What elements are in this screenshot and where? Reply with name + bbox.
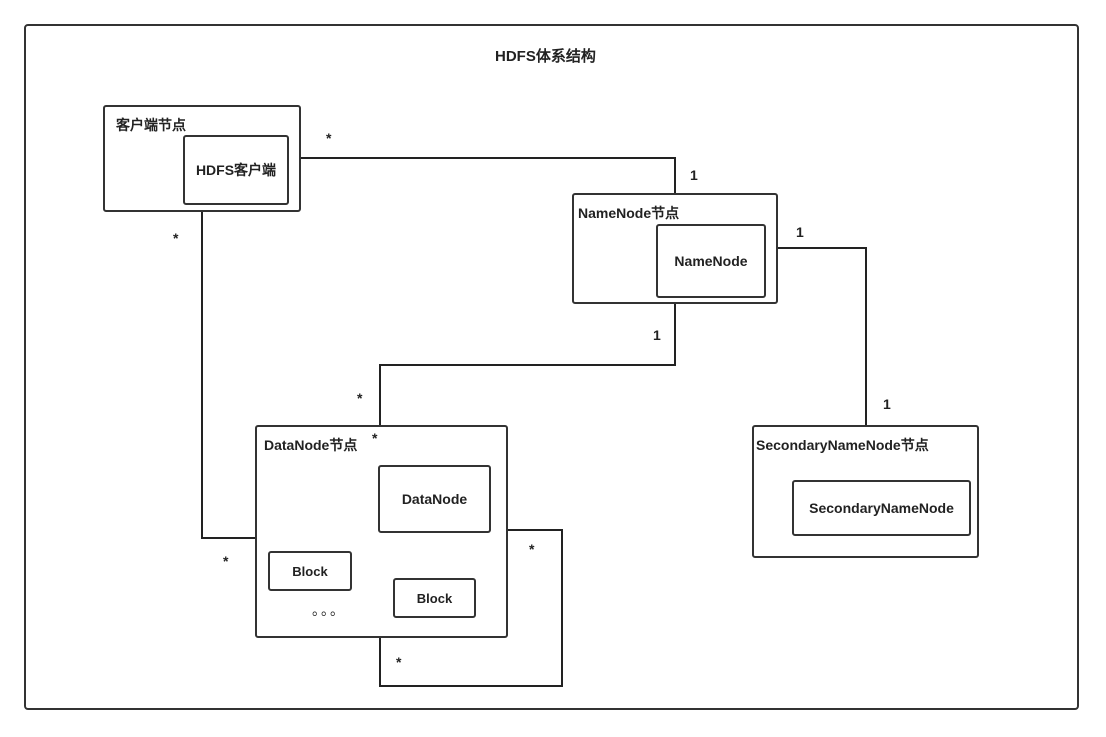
mult-client-namenode-client: *: [326, 130, 332, 146]
block-ellipsis: 。。。: [312, 602, 346, 618]
edge-client-datanode: [201, 212, 255, 539]
namenode-component: NameNode: [656, 224, 766, 298]
mult-namenode-datanode-datanode-inner: *: [372, 430, 378, 446]
client-node-label: 客户端节点: [116, 117, 186, 133]
mult-namenode-secondary-secondary: 1: [883, 396, 891, 412]
hdfs-client-component: HDFS客户端: [183, 135, 289, 205]
datanode-node-label: DataNode节点: [264, 437, 358, 453]
namenode-node-label: NameNode节点: [578, 205, 680, 221]
secondary-node-label: SecondaryNameNode节点: [756, 437, 929, 453]
mult-namenode-secondary-namenode: 1: [796, 224, 804, 240]
block-2: Block: [393, 578, 476, 618]
datanode-component: DataNode: [378, 465, 491, 533]
mult-client-namenode-namenode: 1: [690, 167, 698, 183]
edge-client-namenode: [301, 157, 676, 193]
edge-namenode-datanode: [379, 304, 676, 425]
block-1: Block: [268, 551, 352, 591]
diagram-title: HDFS体系结构: [495, 48, 596, 65]
mult-namenode-datanode-namenode: 1: [653, 327, 661, 343]
mult-datanode-self-b: *: [396, 654, 402, 670]
mult-client-datanode-client: *: [173, 230, 179, 246]
mult-datanode-self-a: *: [529, 541, 535, 557]
edge-datanode-self: [379, 529, 563, 687]
diagram-frame: [24, 24, 1079, 710]
mult-client-datanode-datanode: *: [223, 553, 229, 569]
secondary-namenode-component: SecondaryNameNode: [792, 480, 971, 536]
mult-namenode-datanode-datanode-outer: *: [357, 390, 363, 406]
edge-namenode-secondary: [777, 247, 867, 425]
